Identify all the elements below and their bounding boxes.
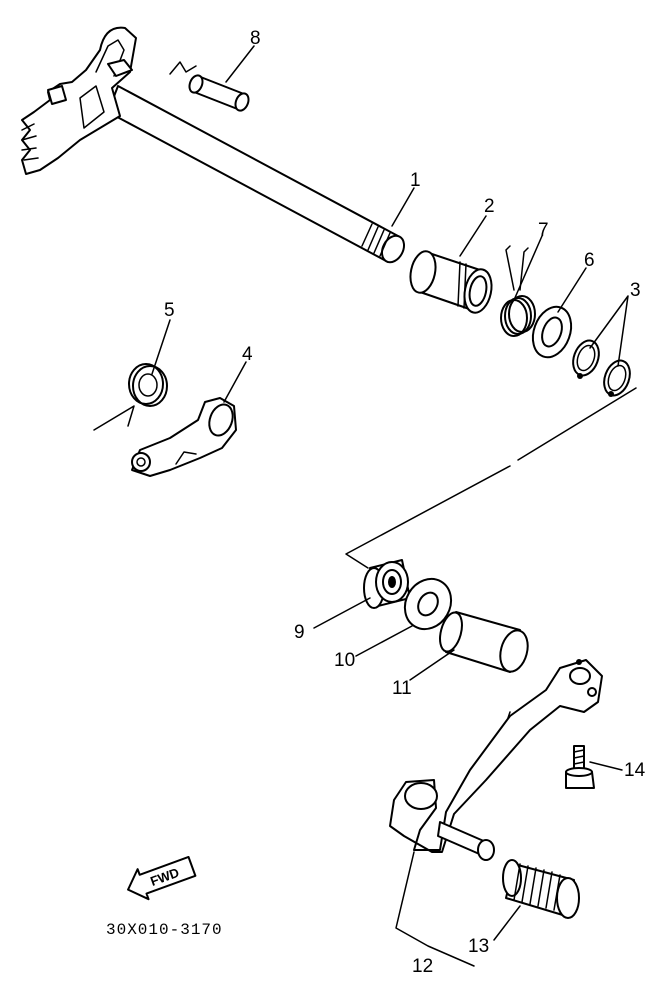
callout-6: 6 xyxy=(584,250,595,271)
assembly-guide-lines xyxy=(345,387,637,569)
leader-lines xyxy=(151,45,629,967)
fwd-arrow-icon: FWD xyxy=(127,855,197,901)
part-13-pedal-rubber xyxy=(502,859,580,919)
callout-3: 3 xyxy=(630,280,641,301)
part-4-stopper-lever xyxy=(131,397,237,477)
callout-13: 13 xyxy=(468,936,489,957)
part-3-circlips xyxy=(572,339,631,397)
part-2-collar xyxy=(409,250,493,314)
diagram-code: 30X010-3170 xyxy=(106,921,223,939)
callout-2: 2 xyxy=(484,196,495,217)
part-12-shift-pedal xyxy=(389,659,603,861)
part-1-shift-shaft xyxy=(21,26,406,264)
callout-9: 9 xyxy=(294,622,305,643)
callout-8: 8 xyxy=(250,28,261,49)
part-11-bushing xyxy=(439,611,529,673)
part-14-bolt xyxy=(565,745,595,789)
part-8-pin xyxy=(169,61,250,112)
callout-11: 11 xyxy=(392,678,412,699)
callout-4: 4 xyxy=(242,344,253,365)
callout-10: 10 xyxy=(334,650,355,671)
part-6-washer xyxy=(531,305,573,359)
callout-14: 14 xyxy=(624,760,646,781)
part-5-spring xyxy=(93,363,168,431)
callout-1: 1 xyxy=(410,170,421,191)
callout-7: 7 xyxy=(538,220,549,241)
callout-5: 5 xyxy=(164,300,175,321)
callout-12: 12 xyxy=(412,956,433,977)
part-10-washer xyxy=(403,577,453,631)
part-9-bearing xyxy=(363,559,411,609)
